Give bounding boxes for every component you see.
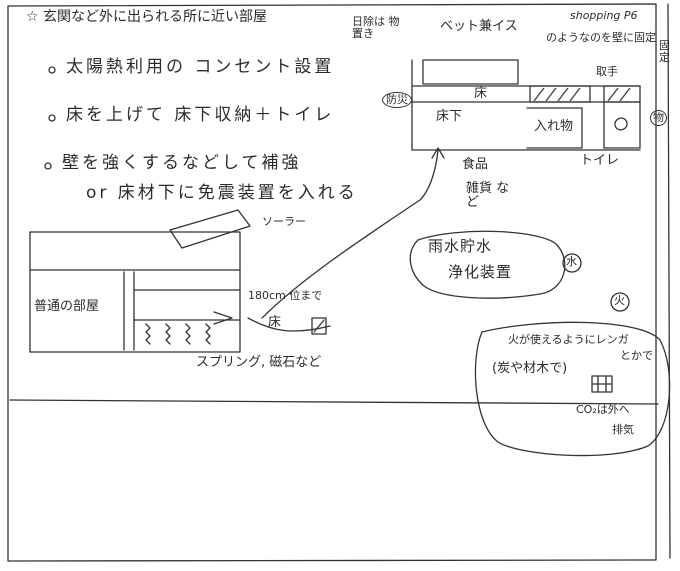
- brick-stove: [591, 375, 613, 393]
- label-fuel: (炭や材木で): [492, 361, 568, 376]
- spring-1: [145, 323, 151, 345]
- bullet-seismic: or 床材下に免震装置を入れる: [86, 183, 358, 203]
- floor-wiggle: [247, 317, 331, 332]
- label-fire: 火: [614, 294, 625, 307]
- bullet-dot-1: [48, 66, 56, 74]
- solar-panel: [169, 209, 251, 249]
- fire-circle: [610, 292, 630, 312]
- label-toilet: トイレ: [580, 153, 620, 168]
- water-circle: [562, 253, 582, 273]
- toilet-bowl: [614, 117, 628, 131]
- label-fire-text-2: とかで: [620, 349, 653, 362]
- label-food: 食品: [462, 157, 489, 172]
- page-edge-right: [667, 3, 671, 559]
- bullet-floor: 床を上げて 床下収納＋トイレ: [66, 105, 335, 125]
- title-text: ☆ 玄関など外に出られる所に近い部屋: [26, 9, 268, 25]
- bullet-solar: 太陽熱利用の コンセント設置: [66, 57, 335, 77]
- page-frame: [7, 3, 657, 562]
- height-arrow: [213, 311, 233, 325]
- label-fixed: 固定: [659, 39, 670, 65]
- label-spring: スプリング, 磁石など: [196, 355, 322, 370]
- title-label: 玄関など外に出られる所に近い部屋: [43, 9, 268, 25]
- label-shopping: shopping P6: [570, 9, 638, 22]
- label-anti-disaster: 防災: [382, 92, 412, 109]
- label-fire-text: 火が使えるようにレンガ: [508, 333, 629, 346]
- label-container: 入れ物: [534, 119, 574, 134]
- label-floor-2: 床: [268, 315, 282, 330]
- spring-4: [205, 323, 211, 345]
- label-thing: 物: [650, 110, 667, 127]
- spring-3: [185, 323, 191, 345]
- container-box: [526, 107, 583, 149]
- bullet-wall: 壁を強くするなどして補強: [62, 153, 302, 173]
- arrow-curve: [261, 149, 439, 319]
- label-solar: ソーラー: [262, 215, 306, 228]
- label-storage-top: 日除は 物置き: [352, 15, 400, 41]
- ground-line: [9, 399, 659, 405]
- arrow-head: [431, 147, 445, 159]
- bullet-dot-2: [48, 114, 56, 122]
- label-storage-front: 取手: [596, 65, 618, 78]
- toilet-box: [603, 101, 641, 149]
- label-normal-room: 普通の部屋: [34, 299, 100, 314]
- spring-2: [165, 323, 171, 345]
- label-bed: ベット兼イス: [440, 19, 518, 34]
- label-floor: 床: [474, 86, 488, 101]
- fire-bubble: [474, 321, 671, 457]
- label-water: 水: [566, 255, 577, 268]
- label-underfloor: 床下: [436, 109, 463, 124]
- label-rain: 雨水貯水: [428, 237, 493, 255]
- label-exhaust: 排気: [612, 423, 634, 436]
- star-icon: ☆: [26, 9, 39, 25]
- label-goods: 雑貨 など: [466, 181, 510, 211]
- label-rain-2: 浄化装置: [448, 263, 513, 281]
- rain-bubble: [409, 230, 566, 299]
- label-co2: CO₂は外へ: [576, 403, 630, 416]
- label-height: 180cm 位まで: [248, 289, 323, 302]
- bullet-dot-3: [44, 162, 52, 170]
- bed-outline: [422, 59, 519, 85]
- toilet-small: [311, 317, 327, 335]
- room-outline: [29, 231, 241, 353]
- floor-hatch-box: [529, 85, 591, 103]
- label-shopping-note: のようなのを壁に固定: [546, 31, 656, 44]
